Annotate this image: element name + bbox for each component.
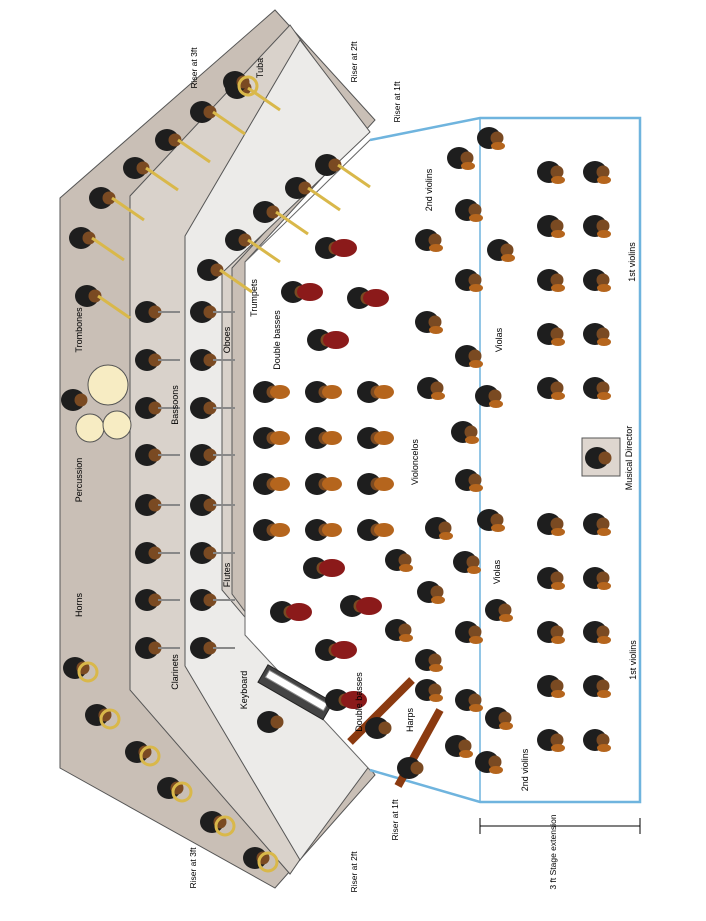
first-violin-player-18-icon [583, 675, 611, 698]
riser-3ft-top-label: Riser at 3ft [189, 47, 199, 89]
double-basses-top-label: Double basses [272, 310, 282, 370]
oboes-label: Oboes [222, 326, 232, 353]
violoncelos-label: Violoncelos [410, 439, 420, 485]
first-violin-player-16-icon [583, 621, 611, 644]
first-violin-player-12-icon [583, 513, 611, 536]
flutes-label: Flutes [222, 562, 232, 587]
trombones-label: Trombones [74, 307, 84, 353]
riser-2ft-bottom-label: Riser at 2ft [349, 851, 359, 893]
first-violin-player-4-icon [583, 215, 611, 238]
second-violin-player-11-icon [485, 707, 513, 730]
first-violin-player-5-icon [537, 269, 565, 292]
riser-3ft-bottom-label: Riser at 3ft [188, 847, 198, 889]
riser-1ft-top-label: Riser at 1ft [392, 81, 402, 123]
riser-2ft-top-label: Riser at 2ft [349, 41, 359, 83]
horns-label: Horns [74, 593, 84, 618]
first-violin-player-3-icon [537, 215, 565, 238]
first-violin-player-20-icon [583, 729, 611, 752]
first-violin-player-10-icon [583, 377, 611, 400]
clarinets-label: Clarinets [170, 654, 180, 690]
musical-director-label: Musical Director [624, 426, 634, 491]
violas-top-label: Violas [494, 327, 504, 352]
second-violins-bottom-label: 2nd violins [520, 748, 530, 791]
harps-label: Harps [405, 708, 415, 733]
first-violin-player-7-icon [537, 323, 565, 346]
first-violin-player-17-icon [537, 675, 565, 698]
first-violin-player-9-icon [537, 377, 565, 400]
second-violins-top-label: 2nd violins [424, 168, 434, 211]
keyboard-label: Keyboard [239, 671, 249, 710]
first-violin-player-13-icon [537, 567, 565, 590]
tuba-label: Tuba [255, 58, 265, 78]
first-violin-player-11-icon [537, 513, 565, 536]
trumpets-label: Trumpets [249, 279, 259, 317]
bassoons-label: Bassoons [170, 385, 180, 425]
viola-player-13-icon [485, 599, 513, 622]
percussion-label: Percussion [74, 458, 84, 503]
second-violin-player-1-icon [477, 127, 505, 150]
first-violins-top-label: 1st violins [627, 242, 637, 282]
double-basses-bottom-label: Double basses [354, 672, 364, 732]
first-violin-player-19-icon [537, 729, 565, 752]
first-violin-player-14-icon [583, 567, 611, 590]
stage-extension-dimension [480, 818, 640, 834]
first-violin-player-8-icon [583, 323, 611, 346]
viola-player-8-icon [477, 509, 505, 532]
first-violins-bottom-label: 1st violins [628, 640, 638, 680]
second-violin-player-4-icon [487, 239, 515, 262]
violas-bottom-label: Violas [492, 559, 502, 584]
first-violin-player-1-icon [537, 161, 565, 184]
first-violin-player-6-icon [583, 269, 611, 292]
stage-extension-label: 3 ft Stage extension [548, 814, 558, 889]
first-violin-player-2-icon [583, 161, 611, 184]
riser-1ft-bottom-label: Riser at 1ft [390, 799, 400, 841]
first-violin-player-15-icon [537, 621, 565, 644]
